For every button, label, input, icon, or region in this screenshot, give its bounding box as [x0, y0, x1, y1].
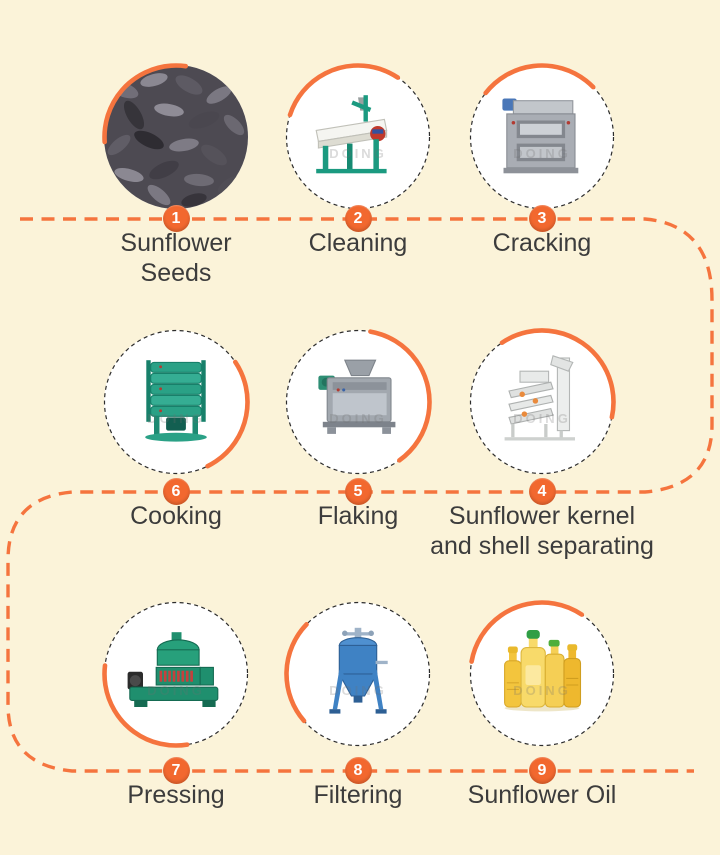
step-number-badge: 4: [528, 478, 556, 505]
watermark-text: DOING: [513, 145, 571, 161]
watermark-text: DOING: [329, 682, 387, 698]
step-label: Sunflower kernel and shell separating: [430, 502, 654, 560]
watermark-text: DOING: [513, 682, 571, 698]
cleaning-machine-photo: DOING: [286, 65, 430, 209]
step-kernel-shell-separating: DOING 4 Sunflower kernel and shell separ…: [430, 327, 654, 560]
flaking-machine-illustration: [318, 359, 396, 434]
step-number-badge: 3: [528, 205, 556, 232]
step-number-badge: 8: [344, 757, 372, 784]
watermark-text: DOING: [513, 410, 571, 426]
step-sunflower-oil: DOING 9 Sunflower Oil: [432, 599, 652, 809]
step-cooking: DOING 6 Cooking: [66, 327, 286, 530]
step-number-badge: 9: [528, 757, 556, 784]
watermark-text: DOING: [147, 682, 205, 698]
cracking-machine-photo: DOING: [470, 65, 614, 209]
step-label: Filtering: [313, 781, 403, 809]
step-number-badge: 6: [162, 478, 190, 505]
flow-dashed-path: [6, 217, 714, 773]
step-photo-circle: DOING: [467, 599, 617, 749]
flaking-machine-photo: DOING: [286, 330, 430, 474]
step-label: Cleaning: [308, 229, 408, 257]
oil-press-illustration: [127, 632, 219, 707]
oil-filter-illustration: [329, 627, 388, 714]
separating-machine-illustration: [504, 355, 575, 441]
step-cracking: DOING 3 Cracking: [432, 62, 652, 257]
step-number-badge: 5: [344, 478, 372, 505]
step-label: Flaking: [317, 502, 399, 530]
cracking-machine-illustration: [502, 98, 579, 174]
cooking-machine-photo: DOING: [104, 330, 248, 474]
sunflower-seeds-illustration: [104, 65, 248, 209]
step-photo-circle: DOING: [283, 62, 433, 212]
step-photo-circle: DOING: [467, 327, 617, 477]
step-filtering: DOING 8 Filtering: [248, 599, 468, 809]
watermark-text: DOING: [147, 410, 205, 426]
step-photo-circle: [101, 62, 251, 212]
step-photo-circle: DOING: [283, 599, 433, 749]
step-number-badge: 1: [162, 205, 190, 232]
step-photo-circle: DOING: [283, 327, 433, 477]
step-number-badge: 2: [344, 205, 372, 232]
step-photo-circle: DOING: [101, 327, 251, 477]
kernel-shell-separating-machine-photo: DOING: [470, 330, 614, 474]
watermark-text: DOING: [329, 410, 387, 426]
sunflower-seeds-photo: [104, 65, 248, 209]
oil-press-machine-photo: DOING: [104, 602, 248, 746]
step-label: Sunflower Oil: [467, 781, 617, 809]
step-photo-circle: DOING: [467, 62, 617, 212]
watermark-text: DOING: [329, 145, 387, 161]
step-label: Cooking: [130, 502, 222, 530]
step-label: Sunflower Seeds: [120, 229, 232, 287]
sunflower-oil-bottles-photo: DOING: [470, 602, 614, 746]
oil-bottles-illustration: [504, 630, 582, 712]
oil-filter-machine-photo: DOING: [286, 602, 430, 746]
step-photo-circle: DOING: [101, 599, 251, 749]
step-label: Cracking: [492, 229, 592, 257]
step-label: Pressing: [127, 781, 225, 809]
step-pressing: DOING 7 Pressing: [66, 599, 286, 809]
step-number-badge: 7: [162, 757, 190, 784]
cleaning-machine-illustration: [315, 95, 388, 174]
cooking-machine-illustration: [145, 360, 207, 442]
